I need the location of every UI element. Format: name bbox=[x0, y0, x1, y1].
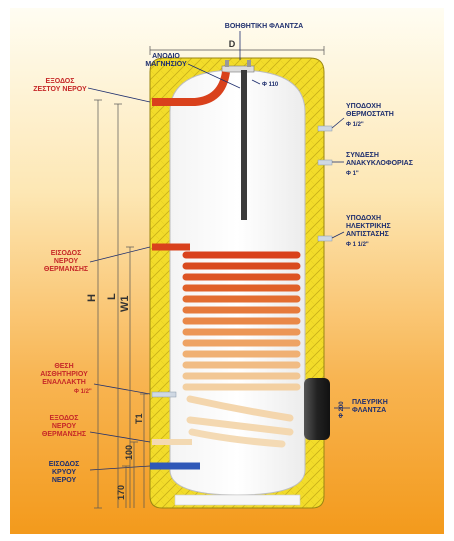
side-flange-label-1: ΠΛΕΥΡΙΚΗ bbox=[352, 399, 388, 406]
recirculation-size: Φ 1" bbox=[346, 171, 359, 177]
recirculation-label-1: ΣΥΝΔΕΣΗ bbox=[346, 152, 379, 159]
thermostat-fitting bbox=[317, 125, 333, 132]
recirculation-fitting bbox=[317, 159, 333, 166]
dimension-lines bbox=[94, 99, 148, 509]
diameter-label: D bbox=[229, 39, 236, 49]
cold-in-label-3: ΝΕΡΟΥ bbox=[52, 477, 77, 484]
anode-size: Φ 110 bbox=[262, 82, 279, 88]
sensor-size: Φ 1/2" bbox=[74, 389, 92, 395]
top-flange bbox=[221, 65, 255, 73]
thermostat-size: Φ 1/2" bbox=[346, 122, 364, 128]
heating-in-label-2: ΝΕΡΟΥ bbox=[54, 258, 79, 265]
heater-size: Φ 1 1/2" bbox=[346, 242, 369, 248]
thermostat-label-1: ΥΠΟΔΟΧΗ bbox=[346, 103, 381, 110]
recirculation-label-2: ΑΝΑΚΥΚΛΟΦΟΡΙΑΣ bbox=[346, 160, 413, 167]
heating-in-label-1: ΕΙΣΟΔΟΣ bbox=[51, 250, 82, 257]
hot-out-label-2: ΖΕΣΤΟΥ ΝΕΡΟΥ bbox=[33, 86, 87, 93]
hot-water-pipe bbox=[152, 71, 230, 106]
cold-in-label-1: ΕΙΣΟΔΟΣ bbox=[49, 461, 80, 468]
anode-label-1: ΑΝΟΔΙΟ bbox=[152, 53, 180, 60]
sensor-label-2: ΑΙΣΘΗΤΗΡΙΟΥ bbox=[40, 371, 88, 378]
thermostat-label-2: ΘΕΡΜΟΣΤΑΤΗ bbox=[346, 111, 394, 118]
dim-T1: T1 bbox=[134, 413, 144, 424]
dim-W1: W1 bbox=[119, 296, 131, 313]
sensor-well bbox=[151, 391, 177, 398]
heating-out-label-1: ΕΞΟΔΟΣ bbox=[50, 415, 79, 422]
top-flange-label: ΒΟΗΘΗΤΙΚΗ ΦΛΑΝΤΖΑ bbox=[225, 23, 303, 30]
heating-out-label-3: ΘΕΡΜΑΝΣΗΣ bbox=[42, 431, 86, 438]
heater-label-1: ΥΠΟΔΟΧΗ bbox=[346, 215, 381, 222]
side-flange-label-2: ΦΛΑΝΤΖΑ bbox=[352, 407, 386, 414]
heater-label-3: ΑΝΤΙΣΤΑΣΗΣ bbox=[346, 231, 389, 238]
heating-out-label-2: ΝΕΡΟΥ bbox=[52, 423, 77, 430]
side-flange bbox=[304, 378, 330, 440]
sensor-label-1: ΘΕΣΗ bbox=[54, 363, 73, 370]
anode-label-2: ΜΑΓΝΗΣΙΟΥ bbox=[145, 61, 187, 68]
cold-in-label-2: ΚΡΥΟΥ bbox=[52, 469, 76, 476]
heater-fitting bbox=[317, 235, 333, 242]
heat-exchanger-coil bbox=[152, 243, 301, 448]
dim-170: 170 bbox=[116, 485, 126, 500]
anode-rod bbox=[241, 70, 247, 220]
heater-label-2: ΗΛΕΚΤΡΙΚΗΣ bbox=[346, 223, 391, 230]
dim-H: H bbox=[86, 294, 98, 302]
heating-in-label-3: ΘΕΡΜΑΝΣΗΣ bbox=[44, 266, 88, 273]
dim-L: L bbox=[106, 293, 118, 300]
hot-out-label-1: ΕΞΟΔΟΣ bbox=[46, 78, 75, 85]
sensor-label-3: ΕΝΑΛΛΑΚΤΗ bbox=[42, 379, 86, 386]
side-flange-size: Φ 200 bbox=[339, 401, 345, 418]
dim-100: 100 bbox=[124, 445, 134, 460]
